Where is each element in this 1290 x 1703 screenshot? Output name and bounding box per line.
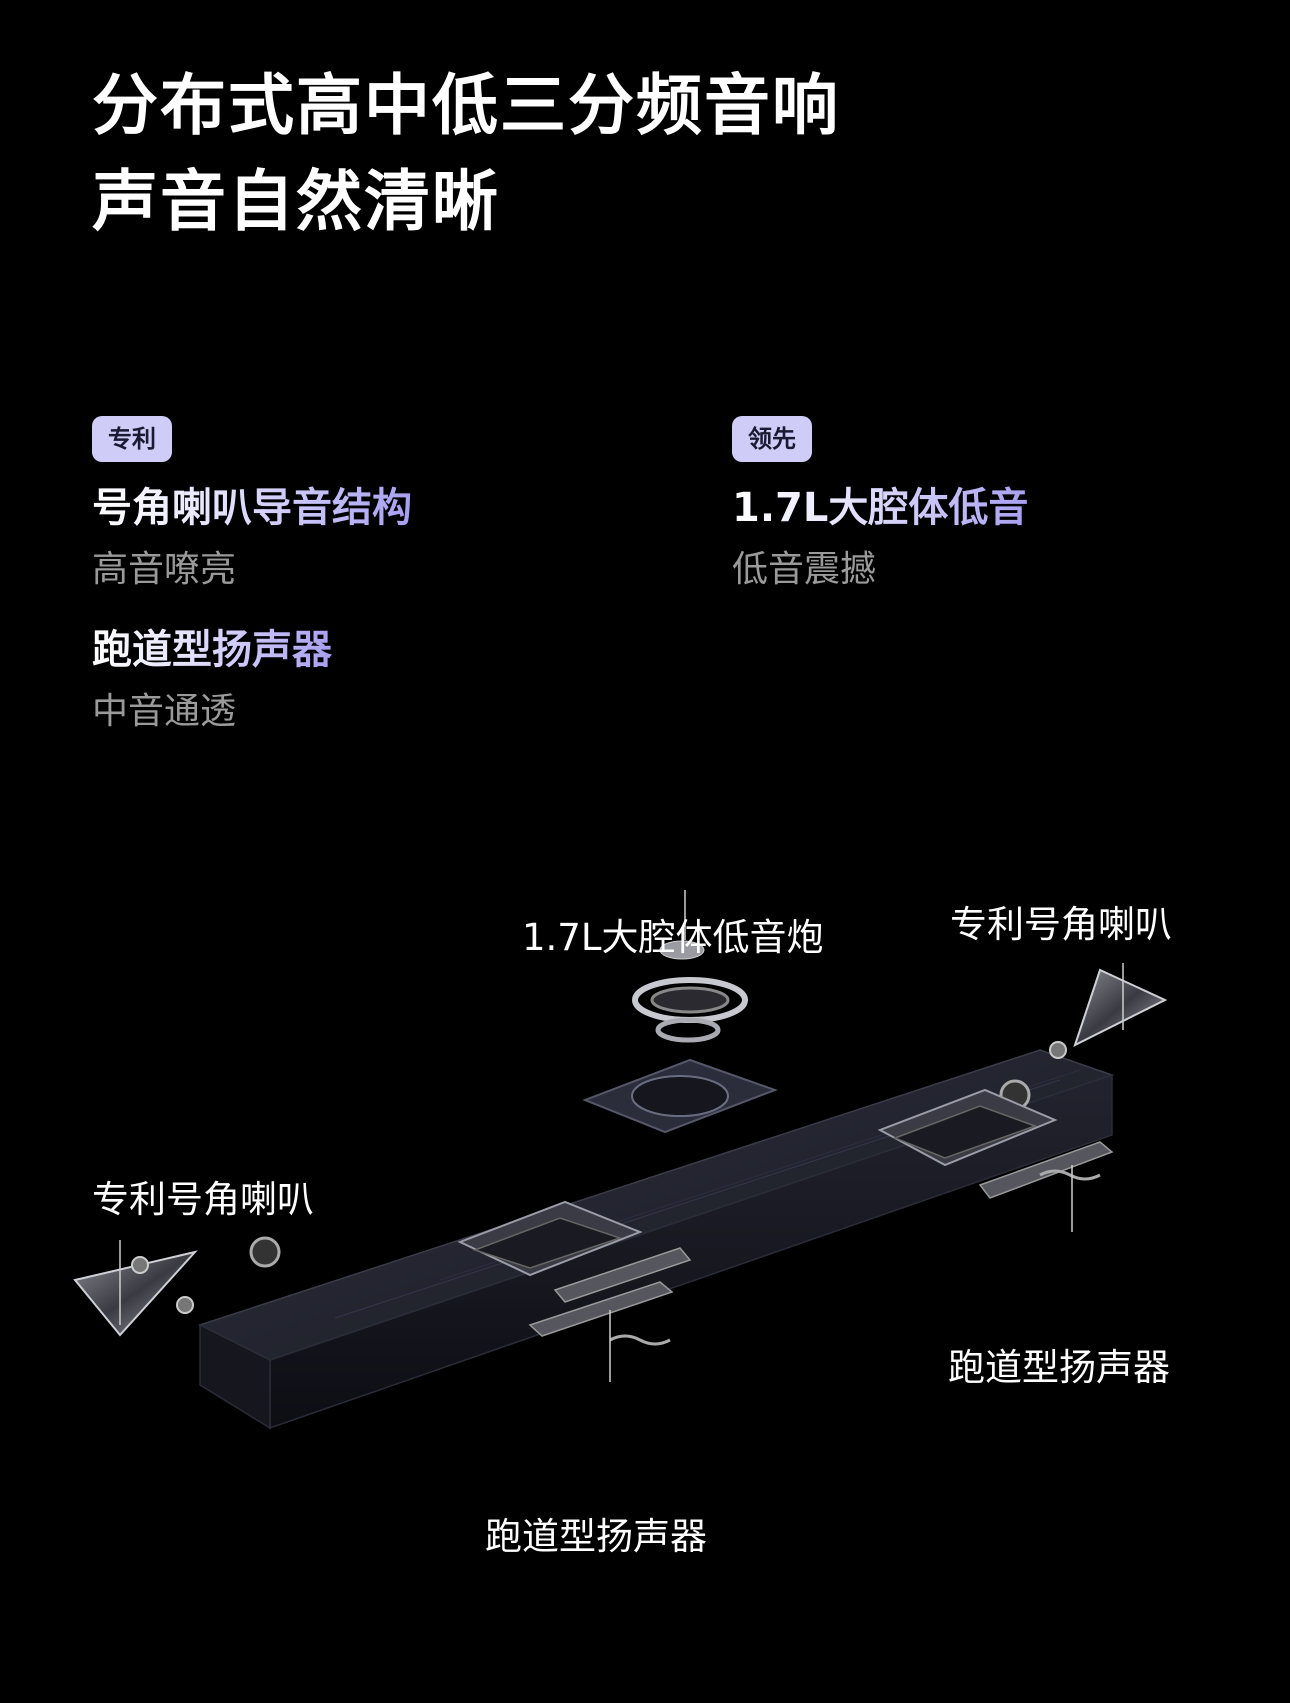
page-title: 分布式高中低三分频音响 声音自然清晰 bbox=[92, 58, 840, 250]
leading-badge: 领先 bbox=[732, 416, 812, 462]
feature-title: 号角喇叭导音结构 bbox=[92, 480, 412, 536]
bottom-racetrack-callout: 跑道型扬声器 bbox=[485, 1515, 707, 1558]
left-horn-tweeter bbox=[73, 1236, 281, 1337]
bottom-racetrack-speaker bbox=[457, 1200, 692, 1346]
feature-racetrack: 跑道型扬声器 中音通透 bbox=[92, 622, 332, 738]
woofer-exploded bbox=[632, 940, 748, 1043]
right-racetrack-callout: 跑道型扬声器 bbox=[948, 1346, 1170, 1389]
soundbar-exploded-diagram bbox=[73, 890, 1168, 1430]
left-horn-callout: 专利号角喇叭 bbox=[92, 1178, 314, 1221]
feature-horn: 专利 号角喇叭导音结构 高音嘹亮 bbox=[92, 416, 412, 596]
feature-subtitle: 高音嘹亮 bbox=[92, 549, 237, 590]
feature-title: 1.7L大腔体低音 bbox=[732, 480, 1028, 536]
title-line-2: 声音自然清晰 bbox=[92, 163, 500, 240]
feature-title: 跑道型扬声器 bbox=[92, 622, 332, 678]
title-line-1: 分布式高中低三分频音响 bbox=[92, 67, 840, 144]
feature-subtitle: 中音通透 bbox=[92, 691, 237, 732]
feature-woofer: 领先 1.7L大腔体低音 低音震撼 bbox=[732, 416, 1028, 596]
patent-badge: 专利 bbox=[92, 416, 172, 462]
right-horn-callout: 专利号角喇叭 bbox=[950, 903, 1172, 946]
right-horn-tweeter bbox=[999, 968, 1168, 1111]
woofer-callout: 1.7L大腔体低音炮 bbox=[522, 916, 824, 959]
right-racetrack-speaker bbox=[877, 1088, 1114, 1199]
feature-subtitle: 低音震撼 bbox=[732, 549, 877, 590]
